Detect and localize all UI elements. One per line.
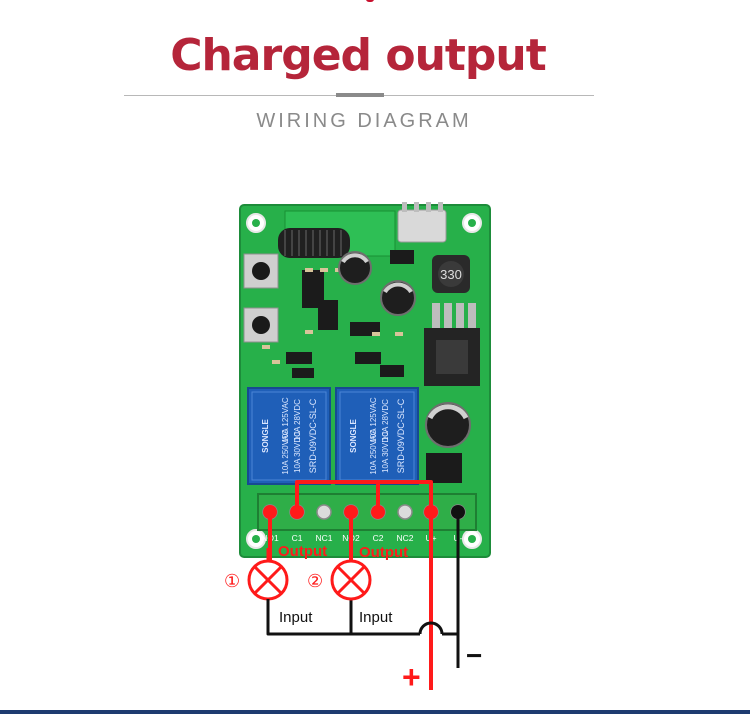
- bridge-rectifier: [426, 453, 462, 483]
- load-1-input-label: Input: [279, 609, 313, 626]
- relay-1-brand: SONGLE: [261, 418, 270, 452]
- load-1-number: ①: [224, 571, 240, 591]
- voltage-regulator: [424, 303, 480, 386]
- rf-module: [278, 202, 447, 258]
- terminal-dot-black: [451, 505, 465, 519]
- negative-wiring: [266, 512, 460, 668]
- inductor-label: 330: [440, 267, 462, 282]
- relay-1-model: SRD-09VDC-SL-C: [308, 398, 318, 473]
- ic-chips: [286, 250, 414, 378]
- relay-2-brand: SONGLE: [349, 418, 358, 452]
- relay-1-rating-1: 10A 250VAC: [281, 429, 290, 474]
- svg-text:NC1: NC1: [315, 533, 332, 543]
- load-1: [247, 548, 289, 606]
- negative-label: −: [466, 640, 482, 671]
- terminal-dots-red: [263, 505, 438, 519]
- relay-2: SONGLE SRD-09VDC-SL-C 10A 250VAC 10A 125…: [335, 387, 419, 485]
- load-2-number: ②: [307, 571, 323, 591]
- load-1-output-label: Output: [278, 543, 327, 560]
- load-2: [330, 559, 372, 601]
- relay-1-rating-2: 10A 125VAC: [281, 397, 290, 442]
- relay-2-rating-4: 10A 28VDC: [381, 399, 390, 441]
- relay-2-model: SRD-09VDC-SL-C: [396, 398, 406, 473]
- relay-2-rating-2: 10A 125VAC: [369, 397, 378, 442]
- relay-2-rating-3: 10A 30VDC: [381, 431, 390, 473]
- inductor: 330: [432, 255, 470, 293]
- title-divider-accent: [336, 93, 384, 97]
- relay-1: SONGLE SRD-09VDC-SL-C 10A 250VAC 10A 125…: [247, 387, 331, 485]
- load-2-input-label: Input: [359, 609, 393, 626]
- load-2-output-label: Output: [359, 544, 408, 561]
- svg-text:NC2: NC2: [396, 533, 413, 543]
- relay-1-rating-4: 10A 28VDC: [293, 399, 302, 441]
- page-subtitle: WIRING DIAGRAM: [256, 110, 472, 132]
- top-edge-mark: [366, 0, 374, 2]
- capacitors: [338, 251, 471, 448]
- relay-2-rating-1: 10A 250VAC: [369, 429, 378, 474]
- svg-text:C2: C2: [373, 533, 384, 543]
- relay-board: 330 SONGLE SRD-09VDC-SL-C 10A 250VAC 10A…: [239, 202, 491, 558]
- bottom-bar: [0, 710, 750, 714]
- mounting-holes: [246, 213, 482, 549]
- page-title: Charged output: [170, 30, 547, 81]
- relay-1-rating-3: 10A 30VDC: [293, 431, 302, 473]
- svg-text:C1: C1: [292, 533, 303, 543]
- learn-buttons: [243, 253, 279, 343]
- positive-label: +: [402, 659, 421, 695]
